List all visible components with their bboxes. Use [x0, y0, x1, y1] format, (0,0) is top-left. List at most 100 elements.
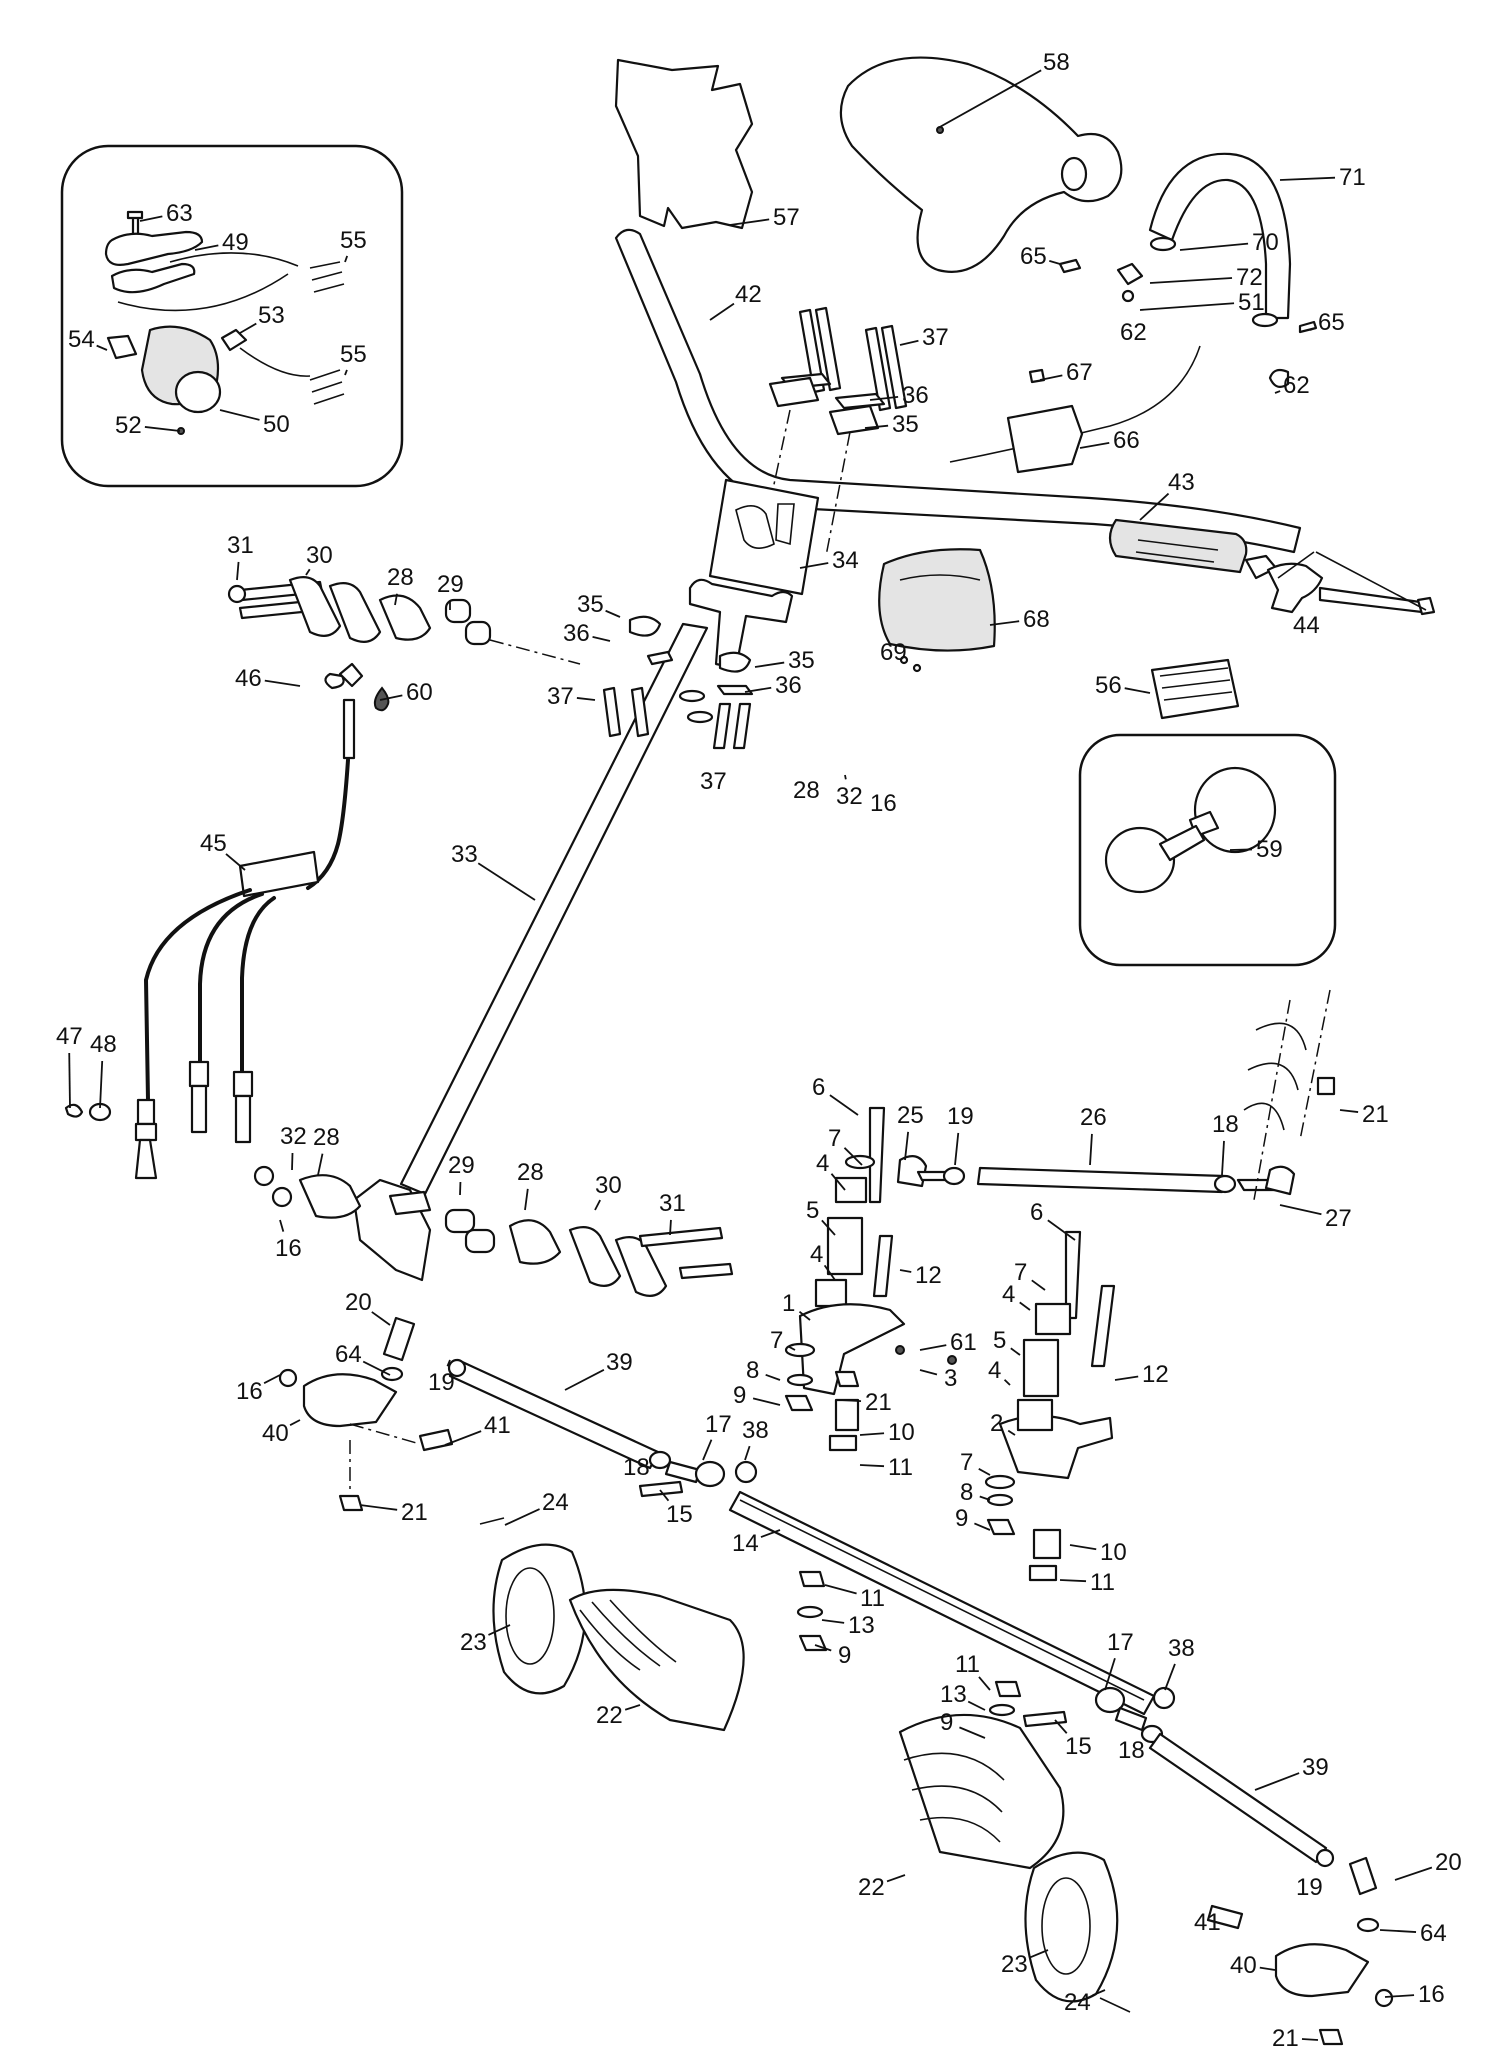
leader-line [788, 1345, 796, 1351]
callout-number: 59 [1256, 836, 1283, 863]
callout-71: 71 [1279, 164, 1366, 191]
leader-line [1049, 259, 1061, 265]
callout-59: 59 [1229, 836, 1283, 863]
wire-terminals-icon [309, 261, 345, 405]
leader-line [68, 1052, 71, 1109]
callout-number: 35 [788, 647, 815, 674]
callout-17: 17 [702, 1411, 732, 1461]
callout-14: 14 [732, 1529, 781, 1557]
callout-number: 32 [836, 783, 863, 810]
leader-line [305, 568, 311, 576]
callout-11: 11 [955, 1651, 991, 1691]
callout-55: 55 [340, 227, 367, 263]
steering-knuckle-right-icon [1274, 1943, 1370, 1998]
callout-number: 12 [915, 1262, 942, 1289]
leader-line [444, 1430, 482, 1446]
callout-5: 5 [806, 1197, 836, 1236]
callout-70: 70 [1179, 229, 1279, 256]
callout-41: 41 [444, 1412, 511, 1446]
callout-number: 55 [340, 227, 367, 254]
callout-23: 23 [460, 1624, 511, 1656]
leader-line [974, 1522, 991, 1531]
leader-line [139, 215, 163, 222]
horn-bell-icon [1104, 826, 1176, 894]
leader-line [1003, 1379, 1011, 1386]
callout-64: 64 [1379, 1920, 1447, 1947]
leader-line [919, 1369, 938, 1376]
callout-number: 9 [733, 1382, 746, 1409]
callout-number: 41 [484, 1412, 511, 1439]
leader-line [989, 620, 1020, 626]
leader-line [1007, 1429, 1016, 1436]
callout-number: 34 [832, 547, 859, 574]
callout-32: 32 [280, 1123, 307, 1171]
callout-number: 60 [406, 679, 433, 706]
callout-69: 69 [880, 639, 907, 666]
callout-30: 30 [594, 1172, 622, 1211]
callout-13: 13 [940, 1681, 986, 1711]
lower-linkage-icon [253, 1165, 734, 1297]
tie-rod-right-icon [1148, 1732, 1328, 1864]
callout-26: 26 [1080, 1104, 1107, 1166]
leader-line [594, 1199, 601, 1211]
leader-line [264, 679, 301, 687]
leader-line [954, 1132, 960, 1166]
callout-number: 16 [870, 790, 897, 817]
callout-19: 19 [1296, 1874, 1323, 1901]
callout-number: 4 [816, 1150, 829, 1177]
callout-number: 65 [1020, 243, 1047, 270]
callout-72: 72 [1149, 264, 1263, 291]
leader-line [379, 694, 403, 701]
leader-line [979, 1495, 991, 1501]
callout-number: 16 [275, 1235, 302, 1262]
callout-37: 37 [700, 768, 727, 795]
boot-plate-right-icon [1024, 1851, 1119, 2003]
leader-line [1019, 1301, 1031, 1311]
callout-number: 46 [235, 665, 262, 692]
leader-line [823, 1264, 836, 1281]
leader-line [504, 1508, 540, 1526]
callout-8: 8 [960, 1479, 991, 1506]
leader-line [359, 1504, 398, 1511]
callout-17: 17 [1104, 1629, 1134, 1691]
callout-21: 21 [359, 1499, 428, 1526]
callout-number: 22 [596, 1702, 623, 1729]
callout-37: 37 [547, 683, 596, 710]
callout-29: 29 [448, 1152, 475, 1196]
callout-10: 10 [1069, 1539, 1127, 1566]
steering-knuckle-left-icon [302, 1373, 398, 1428]
leader-line [814, 1644, 832, 1652]
leader-line [844, 774, 847, 780]
callout-29: 29 [437, 571, 464, 610]
leader-line [96, 344, 108, 351]
callout-number: 36 [902, 382, 929, 409]
leader-line [843, 1147, 863, 1166]
callout-number: 55 [340, 341, 367, 368]
leader-line [1259, 1966, 1276, 1971]
leader-line [225, 853, 246, 871]
ignition-switch-parts [104, 210, 345, 435]
callout-number: 21 [865, 1389, 892, 1416]
callout-number: 16 [1418, 1981, 1445, 2008]
leader-line [1379, 1929, 1417, 1933]
leader-line [291, 1152, 294, 1171]
leader-line [624, 1704, 641, 1711]
callout-24: 24 [1064, 1989, 1106, 2016]
leader-line [576, 697, 596, 701]
callout-number: 62 [1283, 372, 1310, 399]
callout-number: 23 [1001, 1951, 1028, 1978]
leader-line [477, 862, 536, 901]
callout-38: 38 [1164, 1635, 1195, 1691]
callout-20: 20 [345, 1289, 391, 1326]
callout-number: 18 [1118, 1737, 1145, 1764]
leader-line [864, 424, 889, 429]
callout-number: 33 [451, 841, 478, 868]
callout-45: 45 [200, 830, 246, 871]
leader-line [937, 69, 1042, 129]
steering-arm-1-icon [798, 1303, 906, 1396]
tie-rod-26-icon [976, 1166, 1226, 1194]
leader-line [1092, 1989, 1106, 1997]
callout-number: 61 [950, 1329, 977, 1356]
leader-line [1279, 176, 1336, 181]
